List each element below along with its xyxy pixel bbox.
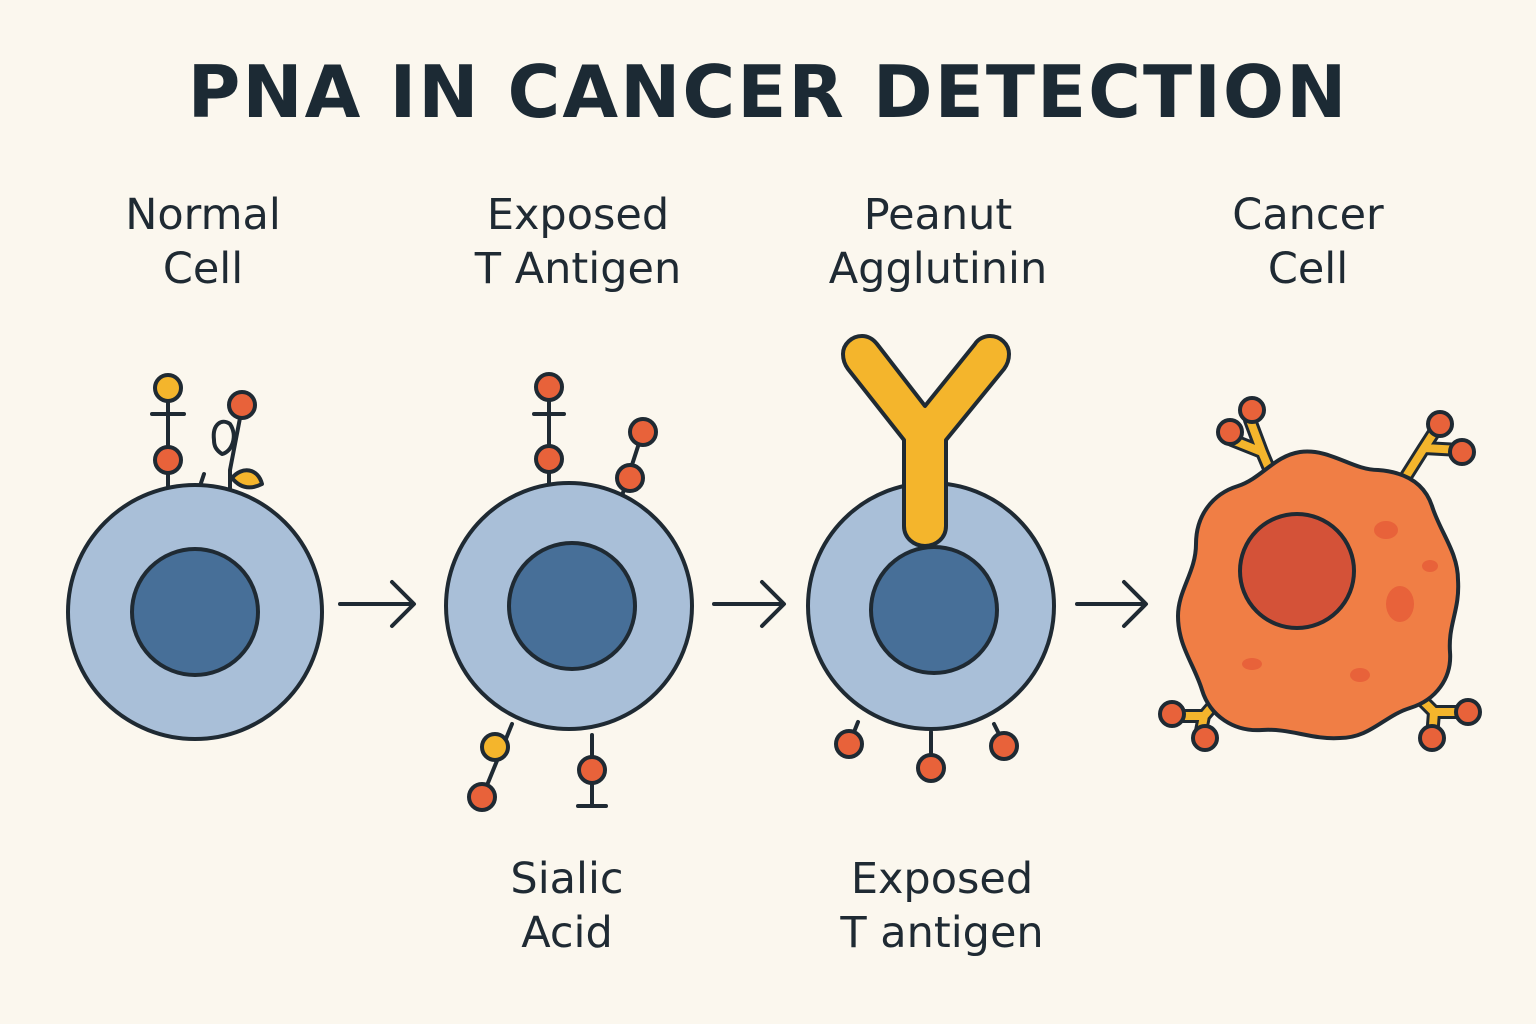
arrow-right-icon	[338, 580, 416, 628]
sugar-red-icon	[534, 444, 564, 474]
sugar-red-icon	[577, 755, 607, 785]
normal-cell	[66, 373, 324, 741]
sugar-red-icon	[989, 731, 1019, 761]
cancer-cell-nucleus	[1238, 512, 1356, 630]
stage-label-line: Cancer	[1232, 190, 1384, 240]
page-title: PNA IN CANCER DETECTION	[187, 50, 1349, 134]
stage-label-line: Exposed	[486, 190, 670, 240]
sugar-red-icon	[615, 463, 645, 493]
sugar-red-icon	[534, 372, 564, 402]
leaf-sugar-icon	[230, 468, 264, 490]
cancer-cell	[1158, 396, 1482, 752]
leaf-sugar-icon	[211, 419, 236, 456]
stage-label-line: Peanut	[863, 190, 1013, 240]
pna-receptor-icon	[1403, 681, 1482, 752]
stage-label-normal-cell: Normal Cell	[13, 188, 393, 296]
sugar-red-icon	[467, 782, 497, 812]
pna-receptor-icon	[1393, 410, 1476, 493]
sugar-yellow-icon	[480, 732, 510, 762]
bottom-label-line: Exposed	[850, 854, 1034, 904]
arrow-right-icon	[712, 580, 786, 628]
stage-label-line: Normal	[125, 190, 281, 240]
cell-nucleus	[869, 545, 999, 675]
sugar-red-icon	[227, 390, 257, 420]
sugar-red-icon	[628, 417, 658, 447]
cell-nucleus	[507, 541, 637, 671]
sugar-yellow-icon	[153, 373, 183, 403]
exposed-t-antigen-cell	[444, 372, 694, 812]
bottom-label-exposed-t-antigen: Exposed T antigen	[752, 852, 1132, 960]
bottom-label-sialic-acid: Sialic Acid	[377, 852, 757, 960]
stage-label-line: Cell	[162, 244, 244, 294]
sugar-red-icon	[153, 445, 183, 475]
stage-label-cancer-cell: Cancer Cell	[1118, 188, 1498, 296]
cell-nucleus	[130, 547, 260, 677]
bottom-label-line: T antigen	[840, 908, 1044, 958]
arrow-right-icon	[1075, 580, 1148, 628]
stage-label-line: T Antigen	[474, 244, 682, 294]
stage-label-exposed-t-antigen: Exposed T Antigen	[388, 188, 768, 296]
bottom-label-line: Acid	[521, 908, 613, 958]
bottom-label-line: Sialic	[510, 854, 624, 904]
stage-label-peanut-agglutinin: Peanut Agglutinin	[748, 188, 1128, 296]
stage-label-line: Cell	[1267, 244, 1349, 294]
sugar-red-icon	[916, 753, 946, 783]
pna-bound-cell	[806, 334, 1056, 783]
sugar-red-icon	[834, 729, 864, 759]
peanut-agglutinin-icon	[841, 334, 1011, 548]
stage-label-line: Agglutinin	[828, 244, 1048, 294]
